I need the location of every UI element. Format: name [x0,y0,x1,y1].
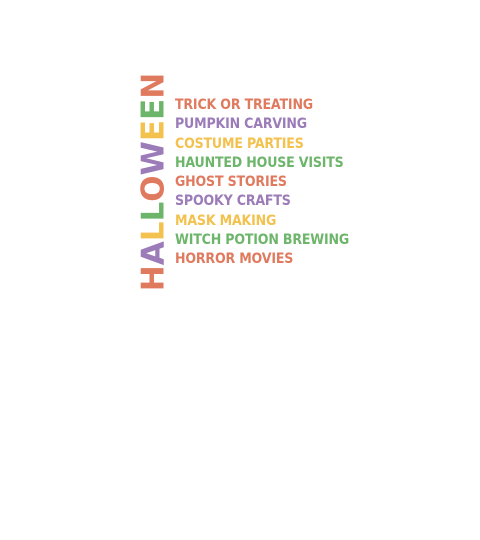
activity-item: GHOST STORIES [175,174,287,191]
title-letter: N [135,72,172,99]
activity-item: SPOOKY CRAFTS [175,193,291,210]
activity-item: HORROR MOVIES [175,251,294,268]
title-letter: H [135,265,172,292]
activity-item: WITCH POTION BREWING [175,232,350,249]
title-letter: O [135,175,172,202]
activity-item: PUMPKIN CARVING [175,116,307,133]
halloween-title: HALLOWEEN [135,72,172,292]
title-letter: E [135,98,172,120]
title-letter: A [135,241,172,266]
activity-list: TRICK OR TREATING PUMPKIN CARVING COSTUM… [175,96,368,270]
activity-item: MASK MAKING [175,212,277,229]
activity-item: COSTUME PARTIES [175,135,304,152]
halloween-title-wrap: HALLOWEEN [136,73,172,291]
title-letter: L [135,201,172,222]
activity-item: HAUNTED HOUSE VISITS [175,154,344,171]
title-letter: W [135,141,172,176]
title-letter: E [135,119,172,142]
title-letter: L [135,221,172,242]
activity-item: TRICK OR TREATING [175,97,313,113]
